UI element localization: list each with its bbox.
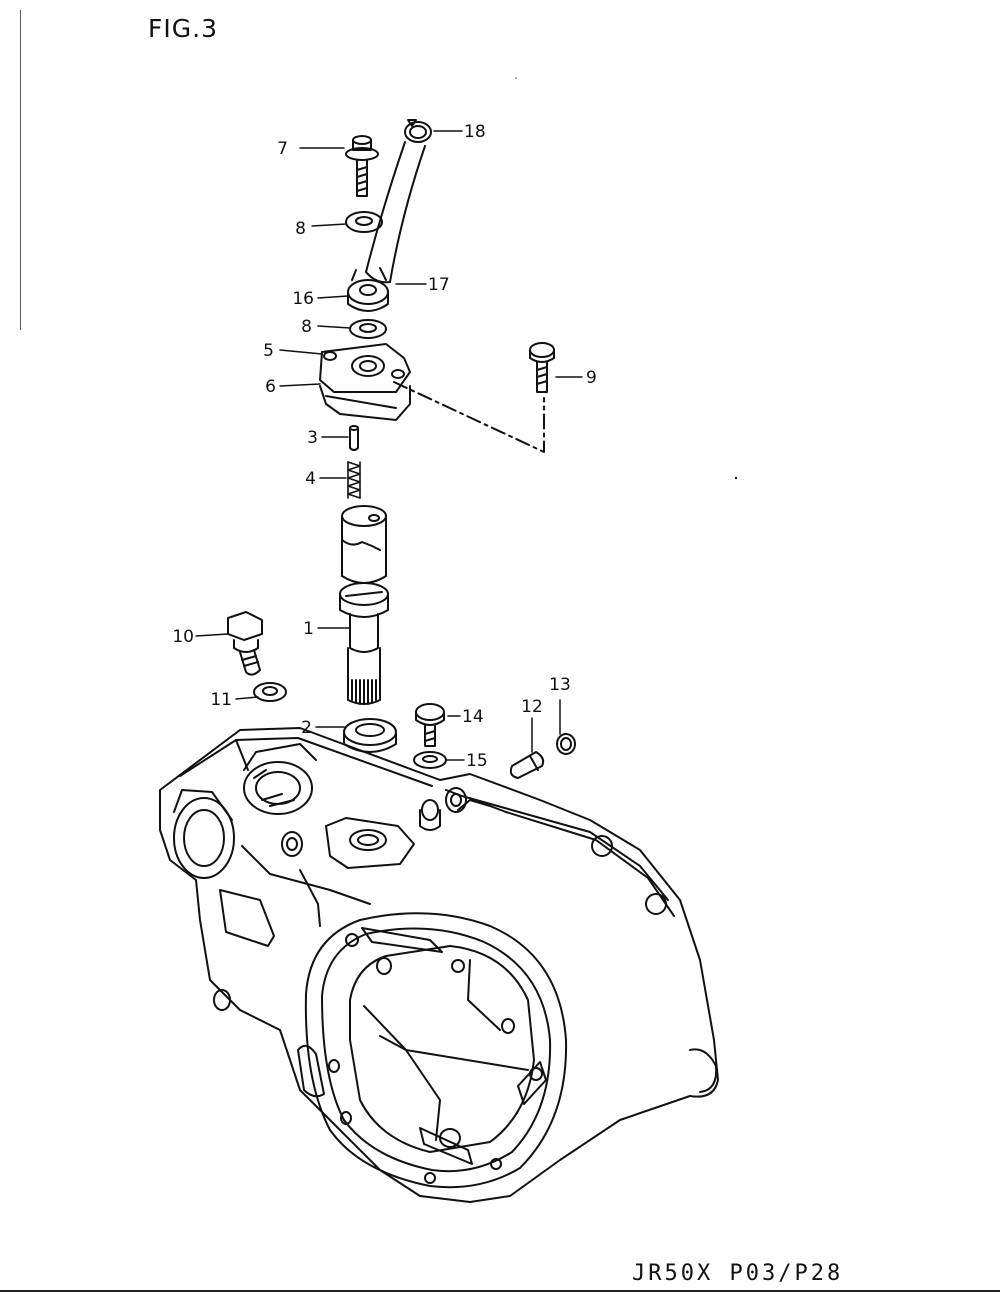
scan-speck — [734, 476, 738, 480]
part-7-bolt — [345, 135, 379, 197]
part-5-pump-cover — [319, 343, 411, 393]
part-18-clamp — [404, 119, 432, 143]
part-13-o-ring — [556, 733, 576, 755]
part-8-washer-upper — [345, 211, 383, 233]
callout-6: 6 — [265, 377, 276, 397]
callout-5: 5 — [263, 341, 274, 361]
callout-7: 7 — [277, 139, 288, 159]
scan-speck — [515, 77, 517, 79]
part-8-washer-lower — [349, 319, 387, 339]
figure-title: FIG.3 — [148, 14, 218, 43]
part-10-bolt — [227, 611, 263, 676]
callout-13: 13 — [549, 675, 571, 695]
callout-leaders — [195, 130, 583, 761]
callout-1: 1 — [303, 619, 314, 639]
bottom-border — [0, 1290, 1000, 1292]
callout-2: 2 — [301, 718, 312, 738]
callout-11: 11 — [210, 690, 232, 710]
callout-18: 18 — [464, 122, 486, 142]
part-17-hose — [365, 141, 426, 284]
callout-15: 15 — [466, 751, 488, 771]
callout-8-upper: 8 — [295, 219, 306, 239]
part-3-pin — [349, 425, 359, 451]
part-12-dowel — [509, 751, 545, 779]
callout-12: 12 — [521, 697, 543, 717]
part-16-fitting — [347, 267, 389, 312]
part-9-install-path — [393, 381, 545, 453]
scan-edge-line — [20, 10, 21, 330]
callout-4: 4 — [305, 469, 316, 489]
model-code-footer: JR50X P03/P28 — [632, 1261, 844, 1286]
callout-14: 14 — [462, 707, 484, 727]
part-6-gasket — [319, 385, 411, 421]
callout-8-lower: 8 — [301, 317, 312, 337]
part-4-spring — [347, 461, 361, 499]
part-14-screw — [415, 703, 445, 747]
pump-plunger-body — [341, 505, 387, 584]
callout-17: 17 — [428, 275, 450, 295]
crankcase-cover-housing — [159, 727, 719, 1203]
part-9-screw — [529, 342, 555, 393]
callout-10: 10 — [172, 627, 194, 647]
part-15-washer — [413, 751, 447, 769]
callout-labels: 7 8 16 8 5 6 3 4 1 2 10 11 18 17 9 14 15… — [172, 122, 596, 771]
part-1-pump-shaft — [339, 582, 389, 705]
callout-16: 16 — [292, 289, 314, 309]
callout-3: 3 — [307, 428, 318, 448]
callout-9: 9 — [586, 368, 597, 388]
part-11-washer — [253, 682, 287, 702]
